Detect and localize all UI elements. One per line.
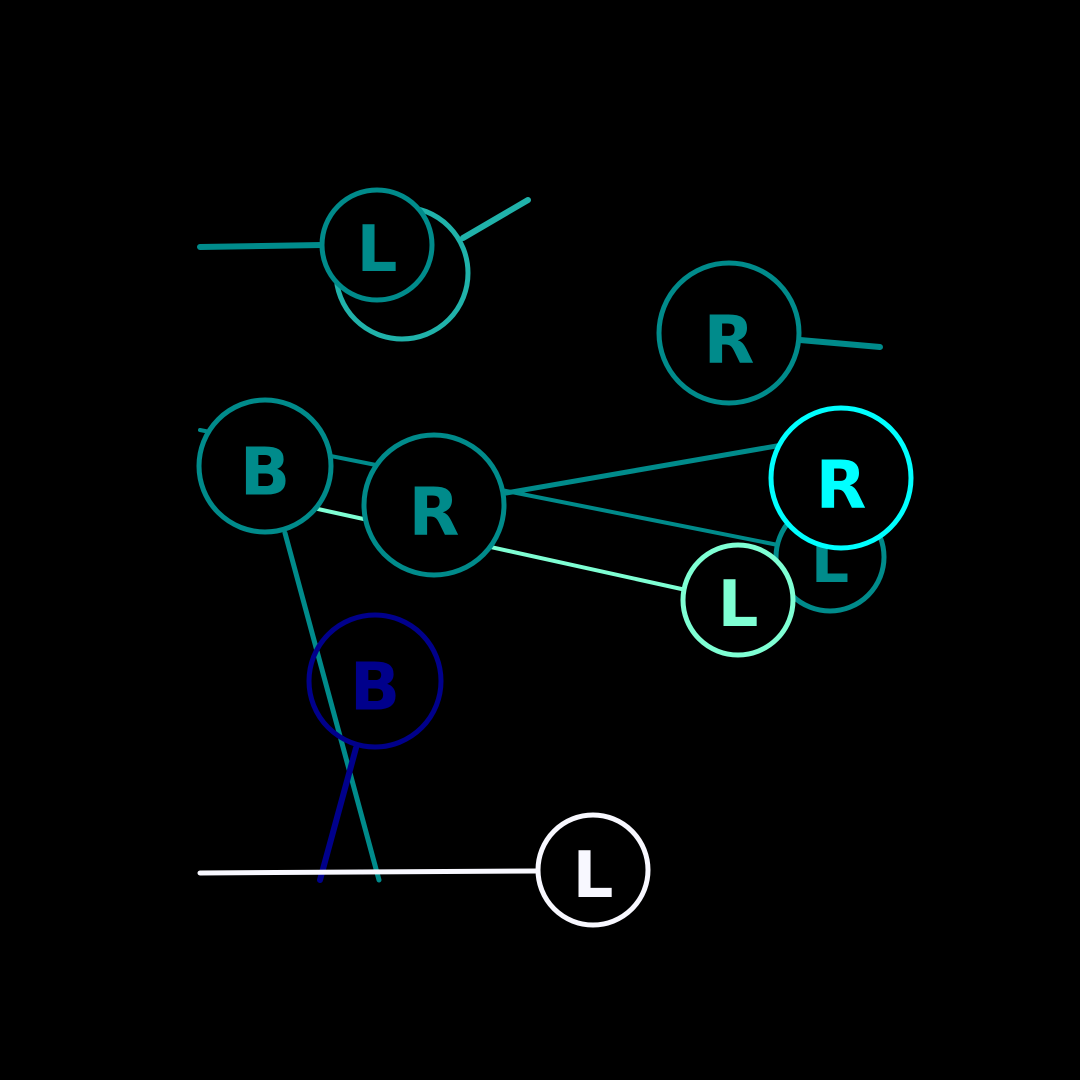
edge-e2: [197, 242, 325, 250]
node-label: L: [573, 839, 614, 913]
node-n4[interactable]: B: [196, 397, 334, 535]
edge-e8: [317, 745, 359, 883]
node-label: B: [240, 434, 290, 511]
node-circle: [361, 432, 507, 578]
node-label: R: [704, 302, 755, 379]
node-label: L: [718, 568, 759, 642]
node-label: B: [350, 649, 400, 726]
node-label: R: [409, 474, 460, 551]
node-n10[interactable]: L: [535, 812, 651, 928]
node-circle: [319, 187, 435, 303]
node-circle: [306, 612, 444, 750]
node-circle: [535, 812, 651, 928]
node-label: R: [816, 447, 867, 524]
node-n5[interactable]: R: [361, 432, 507, 578]
edge-e3: [797, 337, 883, 350]
node-circle: [680, 542, 796, 658]
node-label: L: [357, 213, 398, 287]
nodes: L R L R B R L B: [196, 187, 914, 928]
edge-e9: [197, 868, 541, 876]
node-n8[interactable]: L: [680, 542, 796, 658]
node-n3[interactable]: R: [656, 260, 802, 406]
edge-e7: [282, 530, 382, 883]
node-circle: [196, 397, 334, 535]
node-n2[interactable]: L: [319, 187, 435, 303]
node-n7[interactable]: R: [768, 405, 914, 551]
edge-e1: [460, 197, 531, 241]
node-circle: [656, 260, 802, 406]
node-n9[interactable]: B: [306, 612, 444, 750]
node-circle: [768, 405, 914, 551]
